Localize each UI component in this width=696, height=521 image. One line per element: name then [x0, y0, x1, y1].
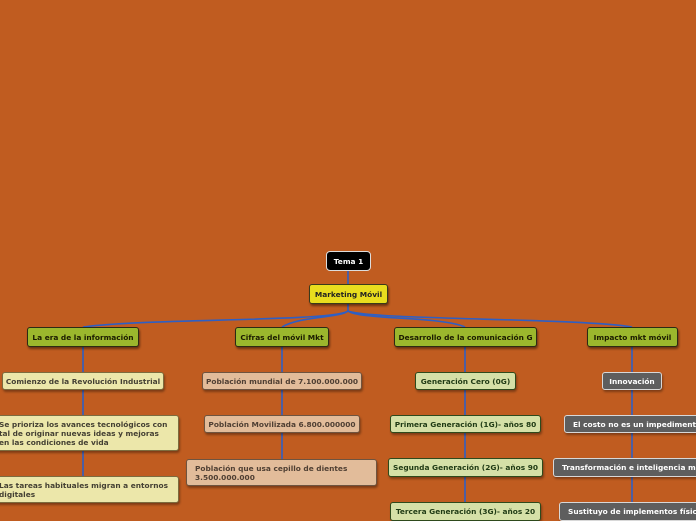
category-desarrollo-comunicacion[interactable]: Desarrollo de la comunicación G — [394, 327, 537, 347]
category-label: La era de la información — [32, 332, 134, 342]
category-label: Cifras del móvil Mkt — [240, 332, 324, 342]
root-topic-node[interactable]: Tema 1 — [326, 251, 371, 271]
subtopic-label: Sustituyo de implementos físicos — [568, 507, 696, 516]
desarrollo-child-segunda-generacion[interactable]: Segunda Generación (2G)- años 90 — [388, 458, 543, 477]
subtopic-label: Población mundial de 7.100.000.000 — [206, 376, 358, 386]
era-child-revolucion-industrial[interactable]: Comienzo de la Revolución Industrial — [2, 372, 164, 390]
category-impacto-mkt[interactable]: Impacto mkt móvil — [587, 327, 678, 347]
era-child-avances-tecnologicos[interactable]: Se prioriza los avances tecnológicos con… — [0, 415, 179, 451]
category-label: Desarrollo de la comunicación G — [398, 332, 533, 342]
subtopic-label: Población que usa cepillo de dientes 3.5… — [195, 463, 348, 482]
subtopic-label: Segunda Generación (2G)- años 90 — [393, 463, 538, 472]
subtopic-label: Innovación — [609, 376, 655, 386]
impacto-child-transformacion[interactable]: Transformación e inteligencia móvil — [553, 458, 696, 477]
desarrollo-child-generacion-cero[interactable]: Generación Cero (0G) — [415, 372, 516, 390]
cifras-child-poblacion-movilizada[interactable]: Población Movilizada 6.800.000000 — [204, 415, 360, 433]
impacto-child-costo[interactable]: El costo no es un impedimento — [564, 415, 696, 433]
subtopic-label: Tercera Generación (3G)- años 20 — [395, 507, 536, 516]
root-topic-label: Tema 1 — [333, 256, 364, 266]
subtopic-label: Comienzo de la Revolución Industrial — [5, 376, 161, 386]
main-topic-node[interactable]: Marketing Móvil — [309, 284, 388, 304]
subtopic-label: Primera Generación (1G)- años 80 — [394, 419, 537, 429]
desarrollo-child-tercera-generacion[interactable]: Tercera Generación (3G)- años 20 — [390, 502, 541, 521]
impacto-child-sustituyo[interactable]: Sustituyo de implementos físicos — [559, 502, 696, 521]
era-child-entornos-digitales[interactable]: Las tareas habituales migran a entornos … — [0, 476, 179, 503]
subtopic-label: Generación Cero (0G) — [420, 376, 511, 386]
category-era-informacion[interactable]: La era de la información — [27, 327, 139, 347]
category-cifras-movil[interactable]: Cifras del móvil Mkt — [235, 327, 329, 347]
desarrollo-child-primera-generacion[interactable]: Primera Generación (1G)- años 80 — [390, 415, 541, 433]
main-topic-label: Marketing Móvil — [314, 289, 383, 299]
subtopic-label: Se prioriza los avances tecnológicos con… — [0, 419, 168, 447]
subtopic-label: Las tareas habituales migran a entornos … — [0, 480, 168, 499]
subtopic-label: El costo no es un impedimento — [573, 419, 696, 429]
subtopic-label: Población Movilizada 6.800.000000 — [208, 419, 356, 429]
subtopic-label: Transformación e inteligencia móvil — [562, 463, 696, 472]
cifras-child-cepillo-dientes[interactable]: Población que usa cepillo de dientes 3.5… — [186, 459, 377, 486]
impacto-child-innovacion[interactable]: Innovación — [602, 372, 662, 390]
category-label: Impacto mkt móvil — [593, 332, 672, 342]
cifras-child-poblacion-mundial[interactable]: Población mundial de 7.100.000.000 — [202, 372, 362, 390]
